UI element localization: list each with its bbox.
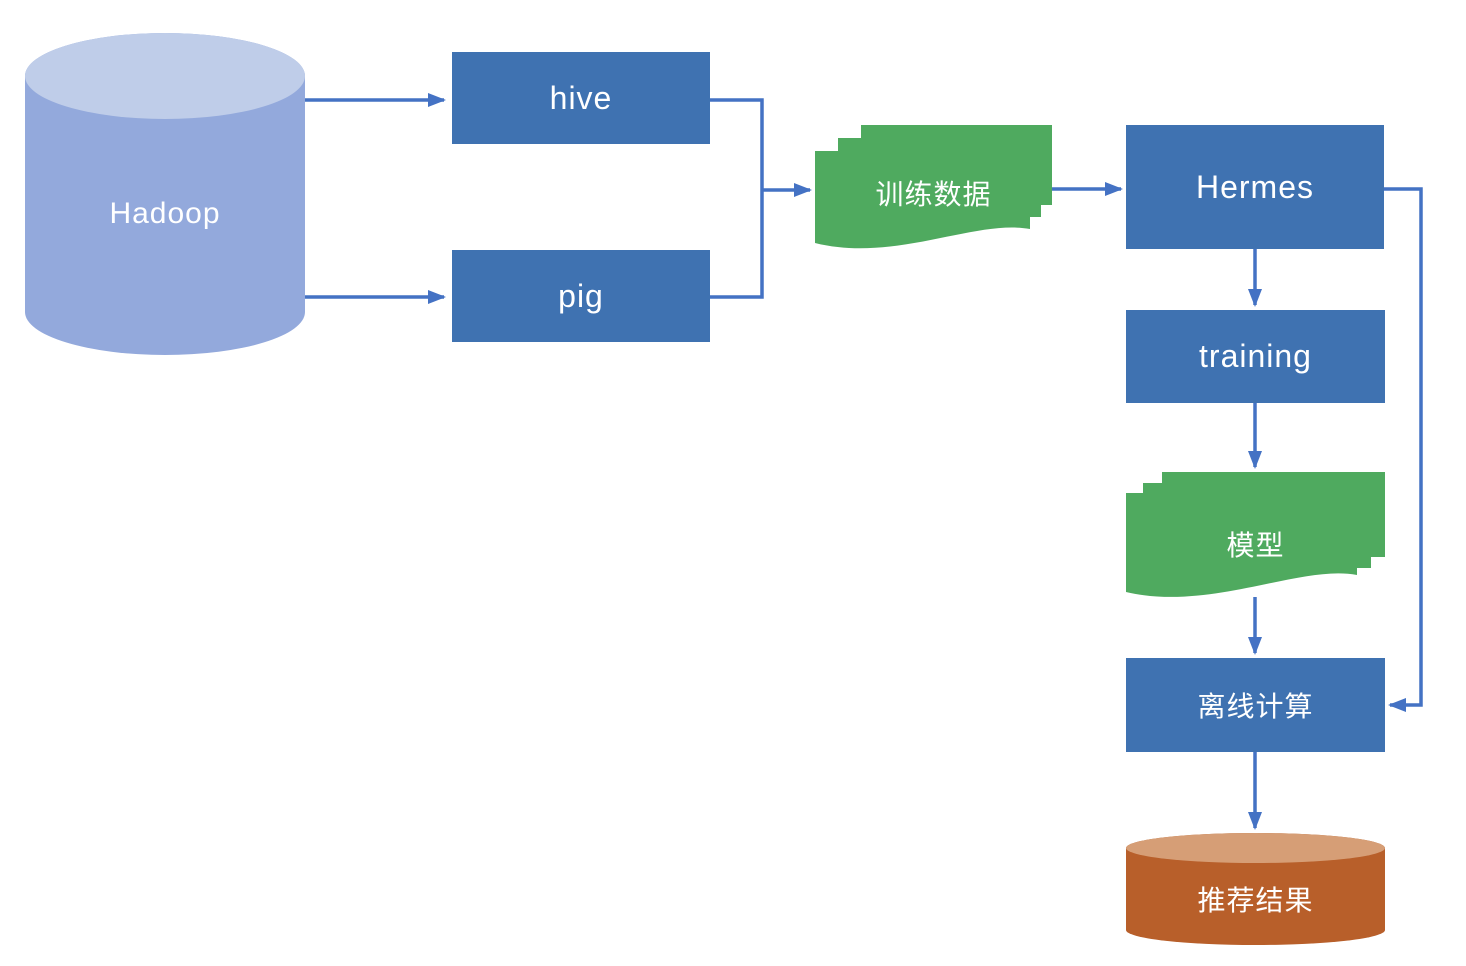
multidocument-shape xyxy=(815,125,1052,249)
node-offline-label: 离线计算 xyxy=(1197,691,1314,722)
node-hadoop-label: Hadoop xyxy=(109,197,221,230)
node-hive-label: hive xyxy=(549,79,613,116)
node-hadoop: Hadoop xyxy=(25,33,305,355)
node-hive: hive xyxy=(452,52,710,144)
multidocument-shape xyxy=(1126,472,1385,597)
node-pig: pig xyxy=(452,250,710,342)
node-results: 推荐结果 xyxy=(1126,833,1385,945)
node-training-data: 训练数据 xyxy=(815,125,1052,252)
node-model-label: 模型 xyxy=(1226,530,1285,561)
node-pig-label: pig xyxy=(558,277,604,314)
edge-pig-to-merge xyxy=(710,190,764,299)
node-training-data-label: 训练数据 xyxy=(875,178,992,210)
node-hermes: Hermes xyxy=(1126,125,1384,249)
node-training-label: training xyxy=(1199,338,1312,374)
node-offline: 离线计算 xyxy=(1126,658,1385,752)
cylinder-shape xyxy=(25,33,305,355)
cylinder-shape xyxy=(1126,833,1385,945)
node-training: training xyxy=(1126,310,1385,403)
edge-hermes-to-offline xyxy=(1384,187,1423,712)
edge-hive-to-merge xyxy=(710,98,764,190)
node-model: 模型 xyxy=(1126,472,1385,600)
node-results-label: 推荐结果 xyxy=(1197,885,1314,916)
node-hermes-label: Hermes xyxy=(1195,168,1314,205)
